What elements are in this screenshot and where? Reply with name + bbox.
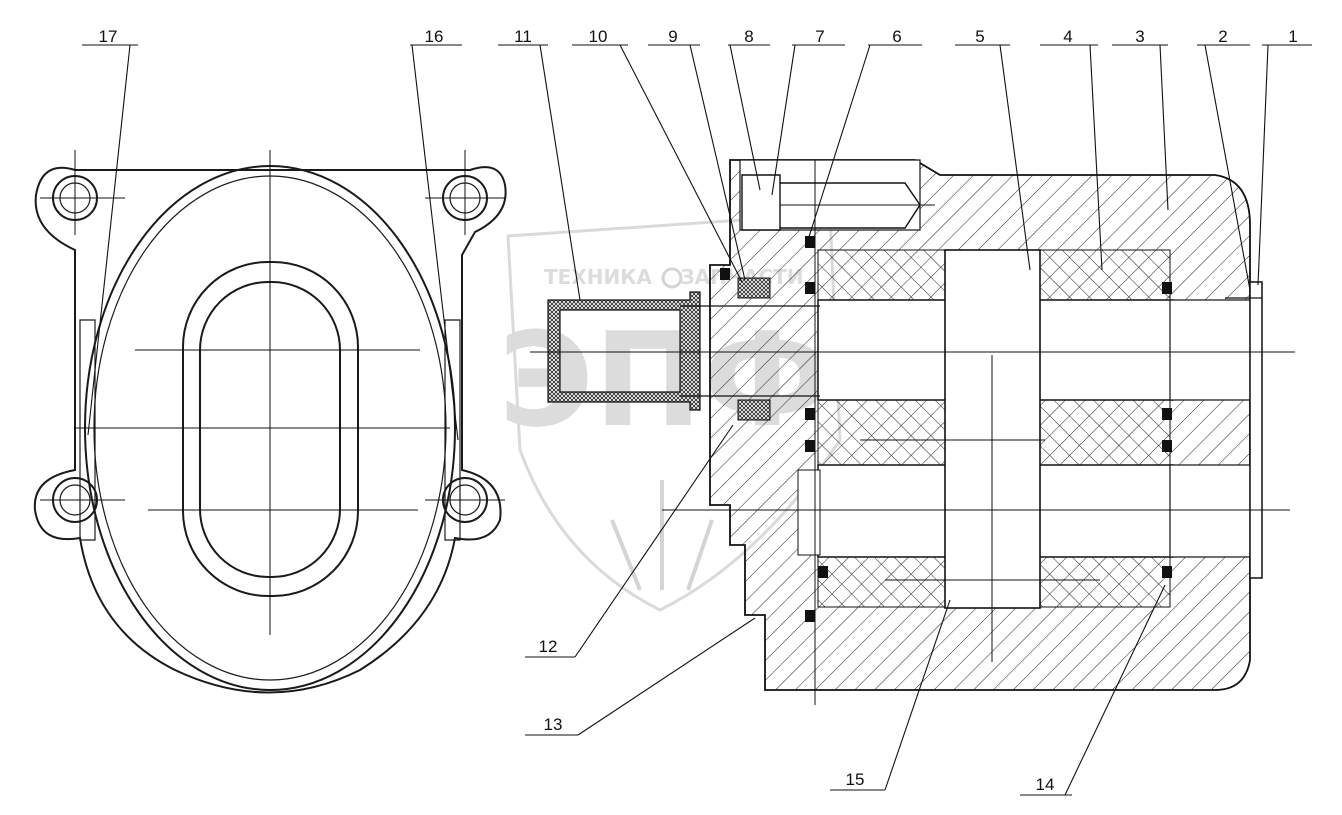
callout-11: 11 [514, 27, 532, 46]
callout-7: 7 [815, 27, 824, 46]
gear-icon [661, 267, 683, 289]
callout-2: 2 [1218, 27, 1227, 46]
center-lines [40, 150, 505, 635]
callout-labels: 17 16 11 10 9 8 7 6 5 4 3 2 1 12 13 15 1… [99, 27, 1298, 794]
callout-1: 1 [1288, 27, 1297, 46]
end-view [33, 150, 507, 694]
input-shaft-sleeve [547, 291, 701, 411]
callout-3: 3 [1135, 27, 1144, 46]
callout-14: 14 [1036, 775, 1055, 794]
callout-8: 8 [744, 27, 753, 46]
callout-5: 5 [975, 27, 984, 46]
driven-shaft [797, 469, 821, 556]
callout-13: 13 [544, 715, 563, 734]
callout-17: 17 [99, 27, 118, 46]
lip-seal-bottom [737, 399, 771, 421]
callout-12: 12 [539, 637, 558, 656]
callout-6: 6 [892, 27, 901, 46]
callouts [82, 44, 1312, 796]
end-cover [1249, 281, 1263, 579]
callout-15: 15 [846, 770, 865, 789]
callout-4: 4 [1063, 27, 1072, 46]
cover-slot-low [1169, 464, 1251, 558]
seal-rings [720, 236, 1172, 622]
section-view [530, 159, 1295, 705]
lip-seal-top [737, 277, 771, 299]
flange-outline [33, 166, 507, 694]
callout-9: 9 [668, 27, 677, 46]
bolt [741, 174, 921, 231]
wheat-icon [610, 480, 714, 591]
callout-10: 10 [589, 27, 608, 46]
cover-slot [1169, 299, 1251, 401]
callout-16: 16 [425, 27, 444, 46]
watermark-tagline-left: ТЕХНИКА [544, 265, 653, 289]
